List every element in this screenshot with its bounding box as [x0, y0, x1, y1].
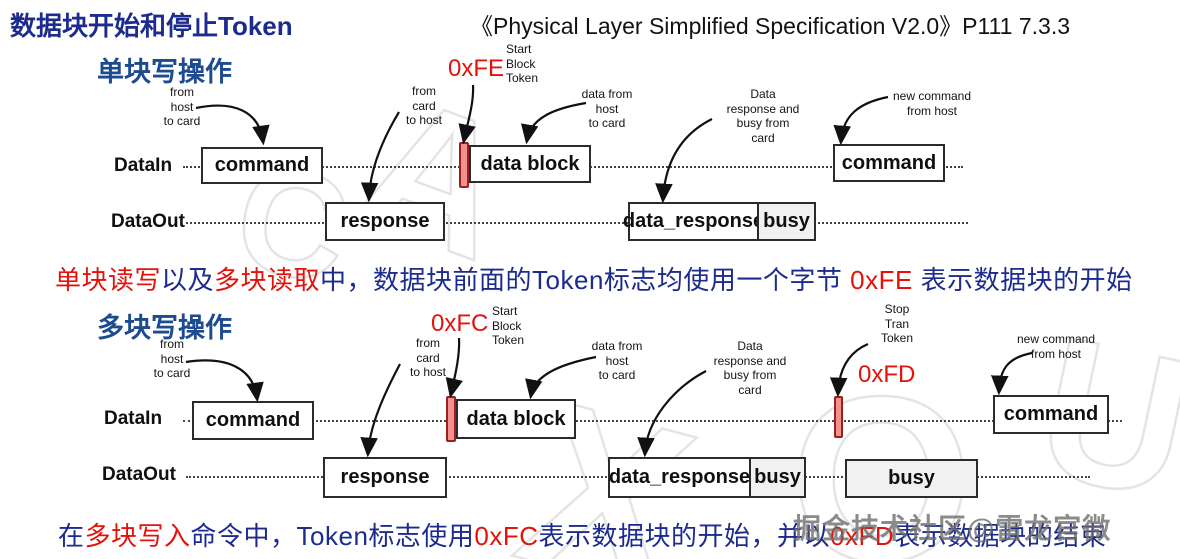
sentence2-seg7: 表示数据块的结束: [894, 521, 1107, 551]
diagram1-start-block-token-bar: [459, 142, 469, 188]
diagram1-dataout-label: DataOut: [111, 211, 185, 232]
diagram2-busy-box: busy: [845, 459, 978, 498]
diagram2-subtitle: 多块写操作: [97, 313, 232, 343]
sentence1-seg2: 以及: [161, 265, 215, 295]
diagram2-dataout-label: DataOut: [102, 464, 176, 485]
diagram2-data-response-busy-box: data_response busy: [608, 457, 806, 498]
page-title: 数据块开始和停止Token: [10, 11, 293, 41]
diagram1-command-box: command: [201, 147, 323, 184]
sentence-single-block: 单块读写以及多块读取中，数据块前面的Token标志均使用一个字节 0xFE 表示…: [55, 260, 1133, 297]
diagram2-start-token-label: 0xFC: [431, 310, 489, 337]
sentence2-seg2: 多块写入: [84, 521, 191, 551]
diagram2-data-block-box: data block: [456, 399, 576, 439]
diagram2-command-box: command: [192, 401, 314, 440]
diagram1-data-block-box: data block: [469, 145, 591, 183]
diagram1-data-response-cell: data_response: [622, 210, 765, 232]
sentence1-seg3: 多块读取: [214, 265, 321, 295]
diagram2-new-command-label: new command from host: [1016, 332, 1096, 361]
diagram1-data-from-host-label: data from host to card: [581, 87, 633, 131]
diagram2-datain-label: DataIn: [104, 408, 163, 429]
spec-reference: 《Physical Layer Simplified Specification…: [470, 13, 1071, 39]
diagram2-new-command-box: command: [993, 395, 1109, 434]
diagram1-datain-label: DataIn: [114, 155, 173, 176]
sentence-multi-block: 在多块写入命令中，Token标志使用0xFC表示数据块的开始，并以0xFD表示数…: [58, 516, 1106, 553]
diagram1-new-command-box: command: [833, 144, 945, 182]
diagram2-stop-tran-token-bar: [834, 396, 843, 438]
diagram1-start-token-label: 0xFE: [448, 55, 505, 82]
sentence2-seg1: 在: [58, 521, 85, 551]
diagram1-from-host-label: from host to card: [163, 85, 201, 129]
diagram2-stop-tran-token-label: Stop Tran Token: [880, 302, 914, 346]
sentence2-seg6: 0xFD: [830, 521, 895, 551]
sentence1-seg6: 表示数据块的开始: [912, 265, 1133, 295]
sentence2-seg5: 表示数据块的开始，并以: [538, 521, 831, 551]
sentence1-seg4: 中，数据块前面的Token标志均使用一个字节: [320, 265, 851, 295]
diagram2-datain-line: [183, 420, 1122, 422]
svg-text:O: O: [790, 347, 973, 559]
diagram1-start-block-token-label: Start Block Token: [506, 42, 539, 86]
sentence2-seg3: 命令中，Token标志使用: [190, 521, 475, 551]
sentence1-seg1: 单块读写: [55, 265, 162, 295]
diagram2-data-from-host-label: data from host to card: [591, 339, 643, 383]
diagram1-data-response-busy-box: data_response busy: [622, 202, 816, 241]
diagram1-from-card-label: from card to host: [405, 84, 443, 128]
diagram1-busy-cell: busy: [757, 204, 814, 239]
diagram1-response-box: response: [325, 202, 445, 241]
sentence1-seg5: 0xFE: [850, 265, 913, 295]
diagram2-data-response-busy-label: Data response and busy from card: [713, 339, 787, 397]
diagram2-from-card-label: from card to host: [409, 336, 447, 380]
sentence2-seg4: 0xFC: [474, 521, 539, 551]
diagram2-start-block-token-bar: [446, 396, 456, 442]
diagram2-start-block-token-label: Start Block Token: [492, 304, 525, 348]
diagram1-data-response-busy-label: Data response and busy from card: [726, 87, 800, 145]
diagram1-new-command-label: new command from host: [892, 89, 972, 118]
diagram2-from-host-label: from host to card: [153, 337, 191, 381]
diagram2-busy-cell: busy: [749, 459, 804, 496]
diagram1-subtitle: 单块写操作: [97, 57, 232, 87]
diagram2-data-response-cell: data_response: [608, 466, 751, 488]
diagram2-response-box: response: [323, 457, 447, 498]
diagram2-stop-token-label: 0xFD: [858, 361, 916, 388]
diagram1-dataout-line: [186, 222, 968, 224]
community-stamp: 掘金技术社区@雷龙官微: [793, 513, 1112, 544]
